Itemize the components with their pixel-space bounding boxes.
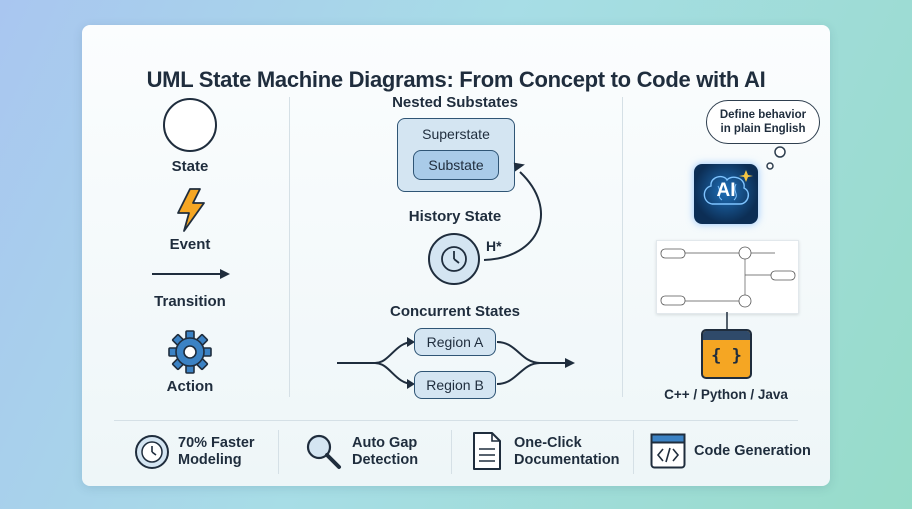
code-window-icon: { } [701, 329, 752, 379]
feature-gap-detection: Auto Gap Detection [352, 435, 418, 469]
feature-3-line-1: One-Click [514, 435, 582, 451]
divider-feature-3 [633, 430, 634, 474]
feature-2-line-1: Auto Gap [352, 435, 418, 451]
substate-label: Substate [428, 157, 484, 173]
history-state-title: History State [408, 208, 502, 225]
code-window-titlebar [703, 331, 750, 340]
document-icon [473, 432, 501, 470]
ai-chip-label: AI [716, 180, 736, 201]
divider-left [289, 97, 290, 397]
thought-bubble: Define behavior in plain English [706, 100, 820, 144]
substate-box: Substate [413, 150, 499, 180]
diagram-preview [656, 240, 799, 314]
superstate-label: Superstate [422, 126, 490, 142]
nested-substates-title: Nested Substates [392, 94, 518, 111]
feature-1-line-2: Modeling [178, 452, 242, 468]
languages-label: C++ / Python / Java [664, 387, 788, 402]
region-b-box: Region B [414, 371, 496, 399]
legend-event-label: Event [169, 236, 211, 253]
feature-faster-modeling: 70% Faster Modeling [178, 435, 255, 469]
legend-state-label: State [171, 158, 209, 175]
history-return-arrow [483, 162, 542, 261]
legend-action-label: Action [166, 378, 214, 395]
region-b-label: Region B [426, 377, 484, 393]
history-marker: H* [486, 238, 502, 254]
state-circle-icon [163, 98, 217, 152]
legend-transition-label: Transition [154, 293, 226, 310]
magnifier-icon [306, 434, 341, 469]
divider-right [622, 97, 623, 397]
stopwatch-icon [135, 435, 169, 469]
concurrent-fork-join [337, 337, 575, 389]
concurrent-states-title: Concurrent States [389, 303, 521, 320]
divider-feature-2 [451, 430, 452, 474]
feature-3-line-2: Documentation [514, 452, 620, 468]
feature-2-line-2: Detection [352, 452, 419, 468]
bubble-line-1: Define behavior [719, 109, 807, 121]
code-braces: { } [711, 346, 742, 366]
divider-bottom [114, 420, 798, 421]
mini-state-diagram [660, 246, 796, 308]
transition-arrow-icon [152, 269, 230, 279]
divider-feature-1 [278, 430, 279, 474]
gear-icon [168, 330, 212, 374]
feature-documentation: One-Click Documentation [514, 435, 620, 469]
feature-code-generation: Code Generation [694, 443, 811, 460]
thought-dots [766, 146, 786, 170]
lightning-icon [177, 188, 205, 232]
page-title: UML State Machine Diagrams: From Concept… [146, 67, 766, 92]
bubble-line-2: in plain English [720, 123, 806, 135]
clock-icon [428, 233, 480, 285]
brain-icon [703, 170, 753, 205]
connector-line [726, 312, 728, 330]
region-a-box: Region A [414, 328, 496, 356]
feature-4-line-1: Code Generation [694, 443, 811, 459]
code-window-small-icon [650, 433, 686, 469]
feature-1-line-1: 70% Faster [178, 435, 255, 451]
ai-chip-icon: AI [694, 164, 758, 224]
region-a-label: Region A [426, 334, 484, 350]
